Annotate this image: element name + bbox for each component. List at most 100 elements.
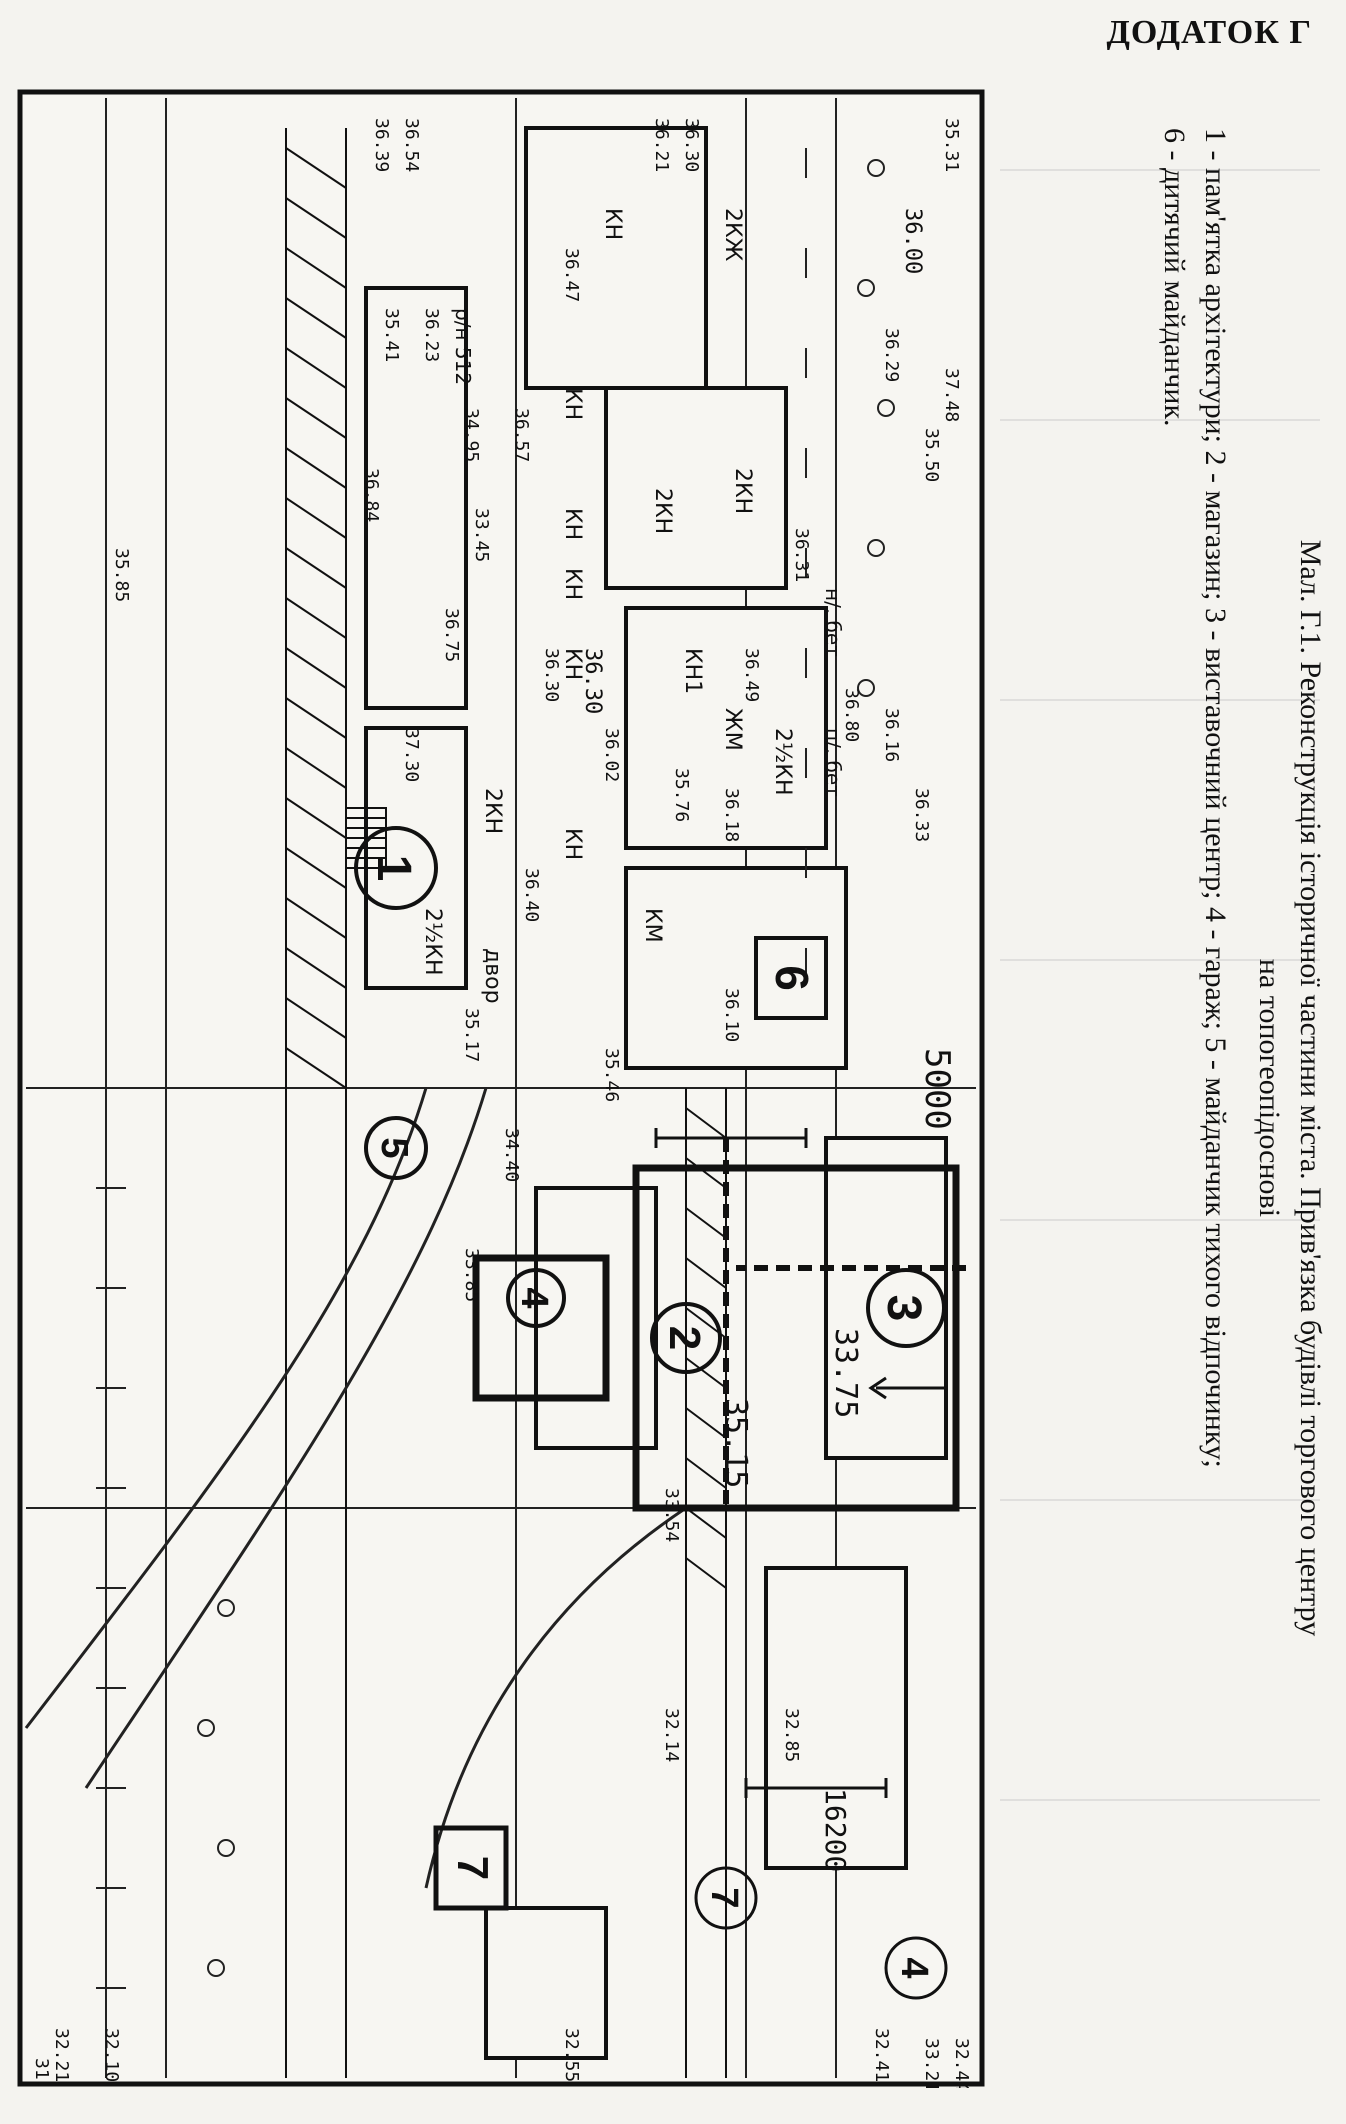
zone-7-number: 7	[703, 1887, 745, 1908]
label-kn-6: КН	[560, 388, 585, 420]
figure-caption: Мал. Г.1. Реконструкція історичної части…	[1000, 88, 1330, 2088]
elev-18: 34.40	[501, 1128, 522, 1182]
zone-5-number: 5	[373, 1137, 415, 1158]
dimension-16200: 16200	[819, 1788, 852, 1872]
label-2kn-3: 2КН	[480, 788, 505, 834]
elev-9: 36.84	[361, 468, 382, 522]
elev-21: 32.41	[871, 2028, 892, 2082]
elev-11: 36.30	[541, 648, 562, 702]
elev-29: 32.44	[951, 2038, 972, 2088]
elev-31: 37.30	[401, 728, 422, 782]
utility-ticks	[96, 148, 807, 1989]
label-kn-5: КН	[560, 508, 585, 540]
zone-3-number: 3	[877, 1295, 930, 1322]
label-2kzh: 2КЖ	[720, 208, 745, 262]
elev-22: 32.14	[661, 1708, 682, 1762]
elev-16: 36.10	[721, 988, 742, 1042]
dimension-5000: 5000	[917, 1048, 957, 1130]
elev-12: 36.40	[521, 868, 542, 922]
elev-2: 36.21	[651, 118, 672, 172]
elev-42: 36.49	[741, 648, 762, 702]
zone-4-left-number: 4	[893, 1957, 935, 1978]
elev-32: 36.29	[881, 328, 902, 382]
label-rn-512: р/н 512	[451, 308, 475, 385]
elevation-marks: 35.31 36.30 36.21 36.54 36.39 36.47 36.2…	[31, 118, 972, 2088]
hatched-road	[285, 128, 727, 2078]
elev-10: 36.31	[791, 528, 812, 582]
elev-8: 36.57	[511, 408, 532, 462]
label-2-5kn-1: 2½КН	[770, 728, 795, 795]
zone-2-number: 2	[660, 1326, 709, 1350]
label-npl-bet: н/. бет	[821, 588, 845, 657]
elev-0: 35.31	[941, 118, 962, 172]
elev-5: 36.47	[561, 248, 582, 302]
label-kn-1: КН	[600, 208, 625, 240]
elev-25: 32.10	[101, 2028, 122, 2082]
legend-line1: 1 - пам'ятка архітектури; 2 - магазин; 3…	[1199, 128, 1232, 1468]
elev-17: 35.17	[461, 1008, 482, 1062]
diagonal-roads	[24, 1087, 687, 1889]
zone-1-number: 1	[367, 855, 420, 882]
elev-35-15: 35.15	[718, 1398, 753, 1488]
elev-26: 32.21	[51, 2028, 72, 2082]
elev-33: 35.85	[111, 548, 132, 602]
elev-23: 32.85	[781, 1708, 802, 1762]
elev-7: 35.41	[381, 308, 402, 362]
dimension-lines	[654, 1128, 888, 1798]
shopping-centre-outline	[632, 1164, 960, 1512]
elev-39: 36.02	[601, 728, 622, 782]
figure-caption-frame: Мал. Г.1. Реконструкція історичної части…	[1000, 88, 1330, 2088]
label-2kn-1: 2КН	[730, 468, 755, 514]
dashed-boundary	[723, 1138, 966, 1508]
dim-36-00: 36.00	[900, 208, 925, 274]
label-pl-bet: п/. бет	[821, 728, 845, 797]
label-kn-2: КН	[560, 648, 585, 680]
elev-41: 36.18	[721, 788, 742, 842]
elev-3: 36.54	[401, 118, 422, 172]
elev-19: 33.85	[461, 1248, 482, 1302]
elev-20: 32.55	[561, 2028, 582, 2082]
elev-28: 33.21	[921, 2038, 942, 2088]
zone-markers: 4 7 3 2 4 5 1 6 7	[354, 826, 948, 2000]
elev-1: 36.30	[681, 118, 702, 172]
elev-4: 36.39	[371, 118, 392, 172]
elev-6: 36.23	[421, 308, 442, 362]
elev-37: 37.48	[941, 368, 962, 422]
site-plan-drawing: 4 7 3 2 4 5 1 6 7	[17, 89, 985, 2088]
dim-36-30: 36.30	[580, 648, 605, 714]
elev-35: 34.95	[461, 408, 482, 462]
elev-27: 31.69	[31, 2058, 52, 2088]
label-zhm: ЖМ	[720, 708, 745, 751]
elev-40: 35.76	[671, 768, 692, 822]
elev-15: 36.80	[841, 688, 862, 742]
page-header: ДОДАТОК Г	[1106, 14, 1312, 51]
caption-title-line2: на топогеопідоснові	[1253, 958, 1287, 1218]
buildings	[364, 126, 948, 2060]
garage-outline	[472, 1254, 610, 1402]
stairs	[345, 807, 387, 869]
elev-14: 36.33	[911, 788, 932, 842]
elev-33-75: 33.75	[828, 1328, 863, 1418]
caption-title-line1: Мал. Г.1. Реконструкція історичної части…	[1294, 539, 1327, 1637]
elev-30: 36.75	[441, 608, 462, 662]
zone-7-building-number: 7	[448, 1856, 497, 1880]
legend-line2: 6 - дитячий майданчик.	[1158, 128, 1192, 427]
label-dvor: двор	[480, 948, 505, 1004]
zone-6-number: 6	[766, 965, 818, 991]
building-labels: КН 2КН 2КН КН1 КМ 2½КН 2½КН КН КН 2КН КН…	[420, 208, 795, 975]
label-kn-3: КН	[560, 828, 585, 860]
north-arrow-icon	[868, 1328, 948, 1400]
zone-4-number: 4	[513, 1287, 555, 1308]
tree-markers	[197, 159, 895, 1977]
site-plan-frame: 4 7 3 2 4 5 1 6 7	[16, 88, 986, 2088]
elev-36: 35.50	[921, 428, 942, 482]
label-km: КМ	[640, 908, 665, 943]
elev-38: 35.46	[601, 1048, 622, 1102]
label-2kn-2: 2КН	[650, 488, 675, 534]
elev-34: 33.45	[471, 508, 492, 562]
label-2-5kn-2: 2½КН	[420, 908, 445, 975]
label-kn1: КН1	[680, 648, 705, 694]
label-kn-4: КН	[560, 568, 585, 600]
elev-13: 36.16	[881, 708, 902, 762]
elev-24: 33.54	[661, 1488, 682, 1542]
